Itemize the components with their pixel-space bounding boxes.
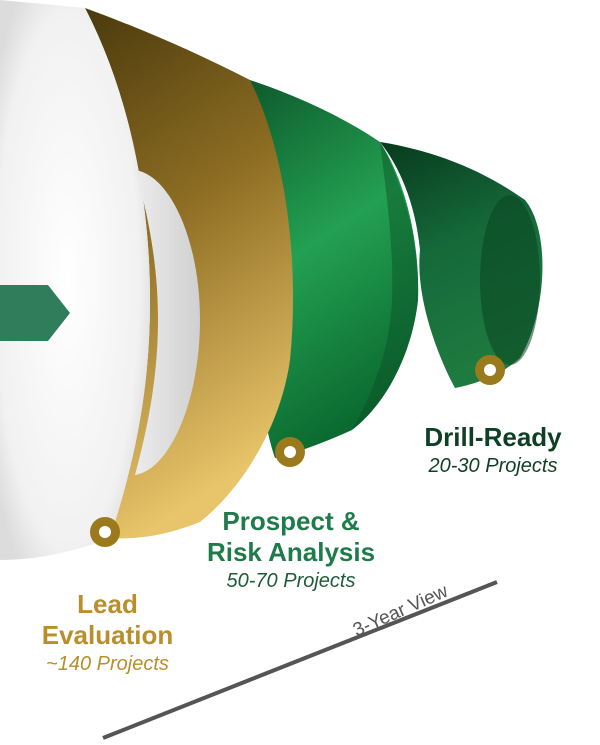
stage-title-lead-line2: Evaluation	[41, 620, 174, 650]
stage-marker-prospect	[275, 437, 305, 467]
stage-count-lead: ~140 Projects	[46, 653, 169, 675]
funnel-segment-drill-ready	[380, 142, 543, 388]
stage-title-prospect-line2: Risk Analysis	[206, 537, 376, 567]
funnel-front-disc	[0, 0, 200, 560]
stage-count-drill: 20-30 Projects	[428, 455, 558, 477]
stage-label-lead: Lead Evaluation ~140 Projects	[10, 589, 205, 677]
timeline-line	[102, 580, 498, 740]
arrow-icon	[0, 285, 70, 341]
stage-count-prospect: 50-70 Projects	[226, 570, 356, 592]
stage-marker-lead	[90, 517, 120, 547]
stage-label-prospect: Prospect & Risk Analysis 50-70 Projects	[176, 506, 406, 594]
stage-title-prospect-line1: Prospect &	[222, 506, 360, 536]
stage-title-drill: Drill-Ready	[424, 422, 562, 452]
stage-title-lead-line1: Lead	[77, 589, 138, 619]
stage-label-drill: Drill-Ready 20-30 Projects	[398, 422, 588, 479]
funnel-segment-prospect	[250, 80, 419, 458]
stage-marker-drill	[475, 355, 505, 385]
